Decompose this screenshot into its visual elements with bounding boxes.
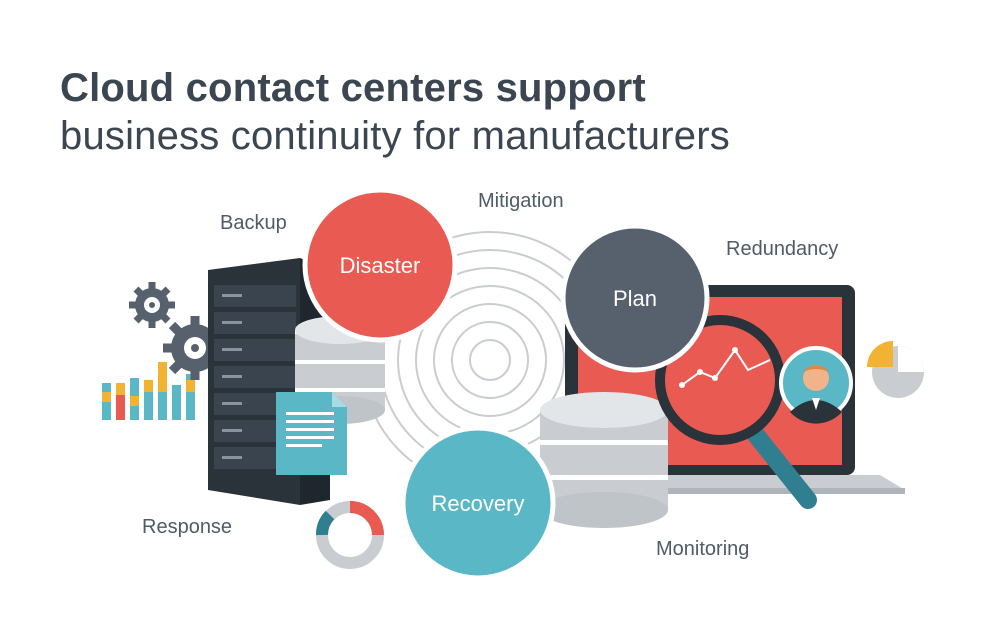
disaster-label: Disaster [340, 253, 421, 278]
monitoring-label: Monitoring [656, 538, 750, 560]
database-icon [295, 316, 385, 424]
response-label: Response [142, 516, 233, 538]
page-title-line-2: business continuity for manufacturers [60, 114, 730, 158]
redundancy-label: Redundancy [726, 238, 839, 260]
magnifier-icon [655, 315, 817, 509]
page-title-line-1: Cloud contact centers support [60, 66, 646, 110]
donut-chart-icon [316, 501, 384, 569]
document-icon [276, 392, 347, 475]
recovery-label: Recovery [432, 491, 525, 516]
plan-circle [560, 223, 710, 373]
bar-chart-icon [102, 362, 195, 420]
pie-chart-icon [867, 341, 924, 398]
backup-label: Backup [220, 212, 287, 234]
database-icon [540, 392, 668, 528]
disaster-circle [302, 187, 458, 343]
gear-icon [129, 282, 175, 328]
recovery-circle [400, 425, 556, 581]
avatar-icon [779, 346, 853, 424]
plan-label: Plan [613, 286, 657, 311]
mitigation-label: Mitigation [478, 190, 564, 212]
